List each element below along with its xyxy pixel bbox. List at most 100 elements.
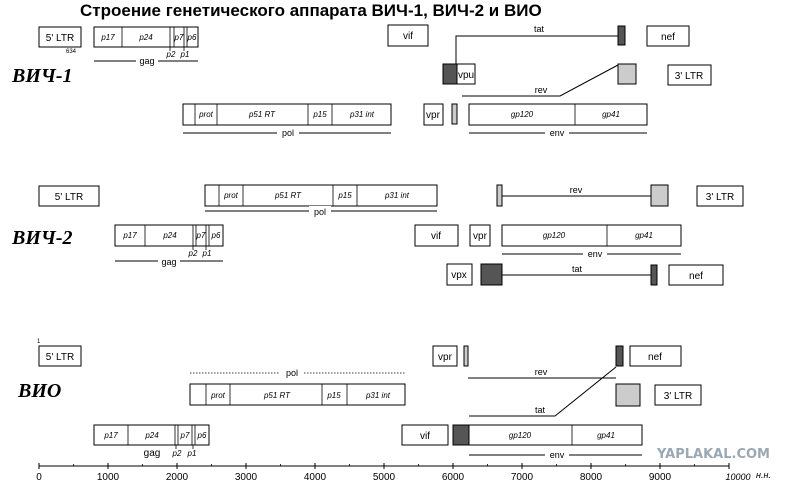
- hiv1-p1: p1: [180, 50, 190, 59]
- hiv1-ltr5-box: [38, 26, 82, 48]
- vio-p7: p7: [180, 431, 190, 440]
- hiv2-tat-exon1: [480, 263, 503, 286]
- vio-ltr5-box: [38, 345, 82, 367]
- hiv1-vpu-box: [456, 63, 476, 85]
- hiv2-pol-label: pol: [314, 207, 326, 217]
- hiv1-rev-exon1: [451, 103, 458, 125]
- hiv1-tat-line: [455, 35, 618, 66]
- hiv1-vpr-box: [423, 103, 444, 126]
- vio-env-label: env: [550, 450, 565, 460]
- hiv1-p24: p24: [138, 33, 153, 42]
- hiv1-rev-exon2: [617, 63, 637, 85]
- hiv1-env-label: env: [550, 128, 565, 138]
- vio-gag-box: [93, 424, 210, 446]
- vio-ltr3-box: [654, 384, 702, 406]
- vio-prot: prot: [210, 391, 226, 400]
- hiv2-ltr5-label: 5' LTR: [55, 192, 83, 203]
- hiv1-rev-line: [462, 64, 619, 97]
- hiv1-p17: p17: [100, 33, 115, 42]
- hiv1-p7: p7: [174, 33, 184, 42]
- vio-p15: p15: [326, 391, 341, 400]
- hiv1-gp120: gp120: [511, 110, 534, 119]
- watermark: YAPLAKAL.COM: [656, 447, 770, 462]
- vio-ltr5-label: 5' LTR: [46, 352, 74, 363]
- vio-nef-box: [629, 345, 682, 367]
- vio-rev-label: rev: [535, 367, 548, 377]
- hiv2-nef-label: nef: [689, 271, 703, 282]
- hiv2-genome: ВИЧ-2 5' LTR prot p51 RT p15 p31 int pol…: [11, 184, 744, 286]
- axis-tick-label: 9000: [649, 472, 672, 483]
- vio-genome: 1 ВИО 5' LTR vpr nef pol prot p51 RT p15…: [17, 339, 702, 460]
- hiv1-gag-label-bg: [136, 55, 158, 66]
- hiv2-p7: p7: [196, 231, 206, 240]
- vio-gp41: gp41: [597, 431, 615, 440]
- vio-pol-box: [189, 383, 406, 406]
- hiv1-vpr-label: vpr: [426, 110, 441, 121]
- hiv2-rev-exon2: [650, 184, 669, 207]
- hiv1-rev-label: rev: [535, 85, 548, 95]
- vio-nef-label: nef: [648, 352, 662, 363]
- hiv1-vif-box: [387, 24, 429, 47]
- hiv2-p17: p17: [122, 231, 137, 240]
- hiv2-p2: p2: [188, 249, 198, 258]
- vio-vpr-box: [432, 345, 458, 367]
- hiv2-gp120: gp120: [543, 231, 566, 240]
- hiv2-vpx-label: vpx: [451, 270, 467, 281]
- vio-ltr3-label: 3' LTR: [664, 391, 692, 402]
- vio-p1: p1: [187, 449, 197, 458]
- axis-tick-label: 4000: [304, 472, 327, 483]
- hiv1-tat-exon2: [617, 25, 626, 46]
- hiv2-rev-exon1: [496, 184, 503, 207]
- hiv2-gp41: gp41: [635, 231, 653, 240]
- axis-tick-label: 10000: [725, 472, 750, 482]
- hiv1-p6: p6: [187, 33, 197, 42]
- hiv1-p51: p51 RT: [248, 110, 276, 119]
- vio-vif-label: vif: [420, 431, 430, 442]
- vio-vif-box: [401, 424, 449, 446]
- vio-gp120: gp120: [509, 431, 532, 440]
- vio-gag-label: gag: [144, 448, 161, 459]
- vio-p24: p24: [144, 431, 159, 440]
- hiv2-env-label-bg: [583, 248, 607, 259]
- hiv1-prot: prot: [198, 110, 214, 119]
- hiv1-p31: p31 int: [349, 110, 375, 119]
- hiv1-gag-box: [93, 26, 199, 48]
- hiv2-tat-label: tat: [572, 264, 583, 274]
- hiv2-nef-box: [668, 264, 724, 286]
- axis-tick-label: 7000: [511, 472, 534, 483]
- hiv2-p15: p15: [337, 191, 352, 200]
- hiv1-p2: p2: [166, 50, 176, 59]
- vio-vpr-label: vpr: [438, 352, 453, 363]
- axis-unit: н.н.: [756, 470, 771, 480]
- axis-tick-label: 1000: [97, 472, 120, 483]
- axis-tick-label: 0: [36, 472, 42, 483]
- hiv2-pol-label-bg: [309, 206, 331, 217]
- hiv2-vpr-label: vpr: [473, 231, 488, 242]
- vio-pol-label: pol: [286, 368, 298, 378]
- hiv1-tat-exon1: [442, 63, 458, 85]
- vio-p6: p6: [197, 431, 207, 440]
- hiv2-p51: p51 RT: [274, 191, 302, 200]
- vio-rev-exon1: [463, 345, 469, 367]
- hiv1-env-box: [468, 103, 648, 126]
- hiv1-gp41: gp41: [602, 110, 620, 119]
- hiv2-ltr5-box: [38, 185, 100, 207]
- axis-tick-label: 6000: [442, 472, 465, 483]
- vio-env-box: [468, 424, 643, 446]
- hiv2-vif-label: vif: [431, 231, 441, 242]
- vio-tat-exon2: [615, 345, 624, 367]
- hiv1-nef-box: [646, 25, 690, 47]
- hiv1-vpu-label: vpu: [458, 70, 474, 81]
- hiv2-p31: p31 int: [384, 191, 410, 200]
- hiv2-prot: prot: [223, 191, 239, 200]
- hiv1-tat-label: tat: [534, 24, 545, 34]
- hiv2-env-box: [501, 224, 682, 247]
- hiv2-vpx-box: [446, 263, 473, 286]
- vio-pol-label-bg: [280, 367, 304, 378]
- hiv2-ltr3-label: 3' LTR: [706, 192, 734, 203]
- hiv2-label: ВИЧ-2: [11, 227, 73, 249]
- hiv1-p15: p15: [312, 110, 327, 119]
- hiv2-rev-label: rev: [570, 185, 583, 195]
